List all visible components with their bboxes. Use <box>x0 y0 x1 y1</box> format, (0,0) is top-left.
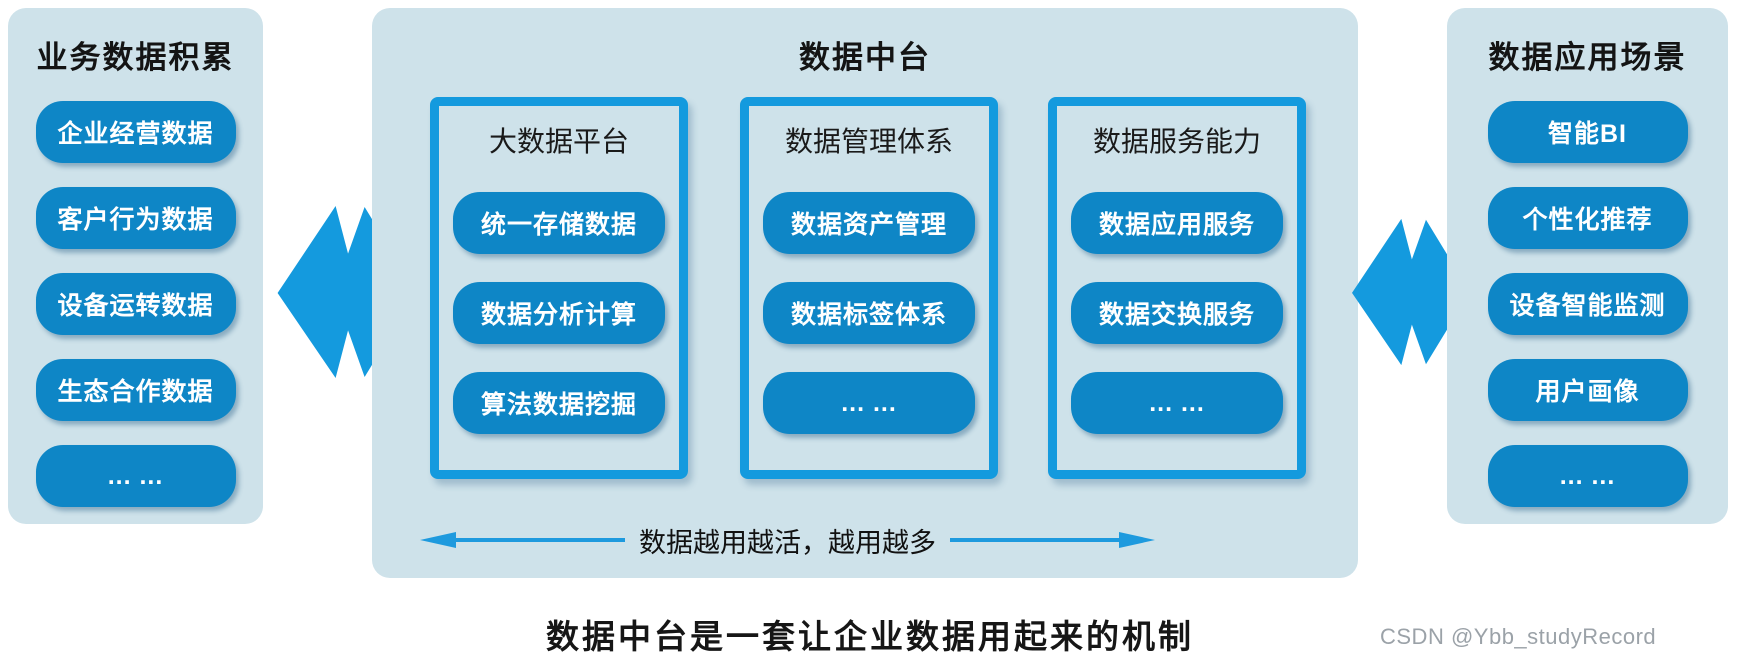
data-item-pill: 个性化推荐 <box>1487 187 1688 249</box>
data-item-pill: 设备运转数据 <box>35 273 236 335</box>
arrowhead-right-icon <box>1119 532 1155 548</box>
panel-title: 数据中台 <box>799 40 931 75</box>
group-title: 数据服务能力 <box>1092 126 1261 157</box>
panel-title: 业务数据积累 <box>36 40 235 75</box>
data-item-pill: 设备智能监测 <box>1487 273 1688 335</box>
data-item-pill: 统一存储数据 <box>453 192 665 254</box>
data-item-pill: 企业经营数据 <box>35 101 236 163</box>
data-item-pill-ellipsis: ... ... <box>1487 445 1688 507</box>
group-title: 大数据平台 <box>488 126 629 157</box>
data-item-pill: 算法数据挖掘 <box>453 372 665 434</box>
watermark-text: CSDN @Ybb_studyRecord <box>1380 624 1657 649</box>
data-item-pill-ellipsis: ... ... <box>35 445 236 507</box>
data-item-pill: 智能BI <box>1487 101 1688 163</box>
panel-title: 数据应用场景 <box>1488 40 1687 75</box>
data-item-pill: 用户画像 <box>1487 359 1688 421</box>
data-item-pill: 生态合作数据 <box>35 359 236 421</box>
panel-business-data: 业务数据积累 企业经营数据 客户行为数据 设备运转数据 生态合作数据 ... .… <box>8 8 263 524</box>
data-item-pill: 数据标签体系 <box>763 282 975 344</box>
data-item-pill: 数据交换服务 <box>1071 282 1283 344</box>
flow-note: 数据越用越活，越用越多 <box>639 527 936 558</box>
panel-data-middle-platform: 数据中台 大数据平台 统一存储数据 数据分析计算 算法数据挖掘 数据管理体系 数… <box>372 8 1358 578</box>
flow-line <box>950 538 1119 542</box>
data-reuse-flow: 数据越用越活，越用越多 <box>420 520 1155 560</box>
data-item-pill: 数据应用服务 <box>1071 192 1283 254</box>
arrowhead-left-icon <box>420 532 456 548</box>
data-item-pill-ellipsis: ... ... <box>763 372 975 434</box>
panel-application-scenarios: 数据应用场景 智能BI 个性化推荐 设备智能监测 用户画像 ... ... <box>1447 8 1728 524</box>
diagram-caption: 数据中台是一套让企业数据用起来的机制 <box>546 620 1194 656</box>
flow-line <box>456 538 625 542</box>
chevron-arrow-right-icon <box>1352 218 1470 366</box>
data-item-pill: 客户行为数据 <box>35 187 236 249</box>
data-item-pill: 数据资产管理 <box>763 192 975 254</box>
group-big-data-platform: 大数据平台 统一存储数据 数据分析计算 算法数据挖掘 <box>430 97 688 479</box>
group-data-management: 数据管理体系 数据资产管理 数据标签体系 ... ... <box>740 97 998 479</box>
group-data-service: 数据服务能力 数据应用服务 数据交换服务 ... ... <box>1048 97 1306 479</box>
group-title: 数据管理体系 <box>784 126 953 157</box>
data-item-pill-ellipsis: ... ... <box>1071 372 1283 434</box>
data-item-pill: 数据分析计算 <box>453 282 665 344</box>
